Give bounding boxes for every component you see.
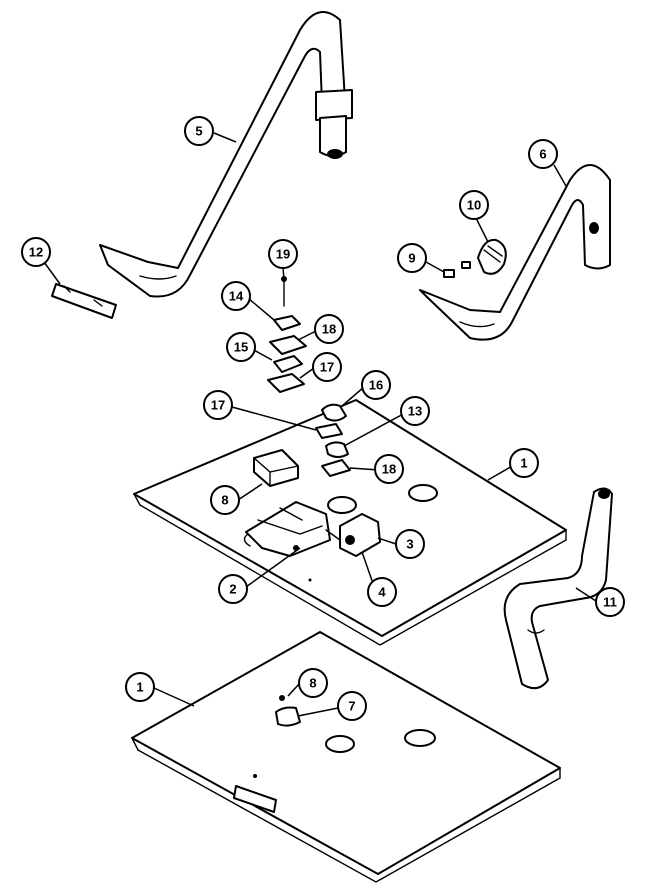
pad-18-upper <box>269 335 307 355</box>
pipe-5 <box>99 11 353 298</box>
svg-text:8: 8 <box>221 493 228 508</box>
callout-15: 15 <box>226 332 256 362</box>
svg-text:14: 14 <box>229 289 244 304</box>
upper-panel-1 <box>133 399 567 646</box>
callout-8-bottom: 8 <box>298 668 328 698</box>
svg-text:11: 11 <box>603 595 617 610</box>
svg-text:16: 16 <box>369 378 383 393</box>
screw-9 <box>443 261 471 278</box>
callout-12: 12 <box>21 237 51 267</box>
callout-10: 10 <box>459 190 489 220</box>
leader-lines <box>43 132 597 717</box>
callout-1-bottom: 1 <box>125 672 155 702</box>
svg-text:19: 19 <box>276 247 290 262</box>
svg-text:5: 5 <box>195 124 202 139</box>
hose-11 <box>503 487 613 690</box>
svg-text:1: 1 <box>136 680 143 695</box>
callout-18-upper: 18 <box>314 314 344 344</box>
callout-7: 7 <box>337 691 367 721</box>
svg-text:8: 8 <box>309 676 316 691</box>
callout-9: 9 <box>397 243 427 273</box>
callout-2: 2 <box>218 574 248 604</box>
callout-8-top: 8 <box>210 485 240 515</box>
svg-text:1: 1 <box>520 456 527 471</box>
svg-text:6: 6 <box>539 147 546 162</box>
callout-16: 16 <box>361 370 391 400</box>
callout-11: 11 <box>595 587 625 617</box>
block-15 <box>273 355 303 373</box>
svg-text:17: 17 <box>320 360 334 375</box>
callout-17-left: 17 <box>203 390 233 420</box>
pipe-6 <box>419 164 611 341</box>
callout-5: 5 <box>184 116 214 146</box>
svg-text:3: 3 <box>406 537 413 552</box>
callout-17-right: 17 <box>312 352 342 382</box>
callout-3: 3 <box>395 529 425 559</box>
svg-text:2: 2 <box>229 582 236 597</box>
svg-text:10: 10 <box>467 198 481 213</box>
svg-text:18: 18 <box>322 322 336 337</box>
callout-6: 6 <box>528 139 558 169</box>
callout-19: 19 <box>268 239 298 269</box>
block-14 <box>273 315 301 331</box>
svg-text:4: 4 <box>378 585 386 600</box>
callout-1-top: 1 <box>509 448 539 478</box>
svg-text:7: 7 <box>348 699 355 714</box>
svg-text:9: 9 <box>408 251 415 266</box>
screw-19 <box>281 276 287 307</box>
bracket-12 <box>51 283 117 319</box>
lower-panel-1 <box>131 631 561 883</box>
callout-14: 14 <box>221 281 251 311</box>
svg-text:13: 13 <box>408 404 422 419</box>
callout-18-lower: 18 <box>374 454 404 484</box>
svg-text:18: 18 <box>382 462 396 477</box>
svg-text:17: 17 <box>211 398 225 413</box>
callout-4: 4 <box>367 577 397 607</box>
svg-text:15: 15 <box>234 340 248 355</box>
pad-17-upper <box>267 373 305 393</box>
knob-10 <box>477 238 507 275</box>
callout-13: 13 <box>400 396 430 426</box>
svg-text:12: 12 <box>29 245 43 260</box>
